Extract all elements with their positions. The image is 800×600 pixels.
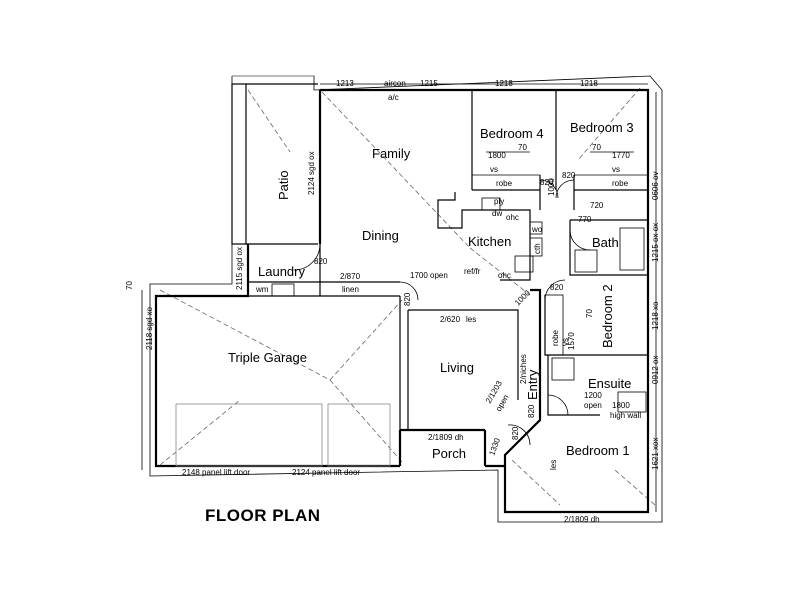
room-patio: Patio — [276, 170, 291, 200]
dim-laundry-sgd: 2115 sgd ox — [235, 247, 244, 290]
room-bedroom-2: Bedroom 2 — [600, 284, 615, 348]
plan-title: FLOOR PLAN — [205, 506, 321, 525]
room-kitchen: Kitchen — [468, 234, 511, 249]
dim-hall-1000: 1000 — [547, 178, 556, 196]
dim-b3-robe: 1770 — [612, 151, 630, 160]
dim-top-3: 1218 — [495, 79, 513, 88]
interior-walls — [248, 90, 648, 430]
room-bedroom-3: Bedroom 3 — [570, 120, 634, 135]
dim-hall-1000-b: 1000 — [513, 288, 532, 307]
dim-top-1: 1213 — [336, 79, 354, 88]
label-aircon: aircon — [384, 79, 406, 88]
label-ac: a/c — [388, 93, 399, 102]
label-les-b1: les — [549, 460, 558, 470]
dim-1700-open: 1700 open — [410, 271, 448, 280]
dim-b4-robe-70: 70 — [518, 143, 527, 152]
dim-porch-dh: 2/1809 dh — [428, 433, 464, 442]
dim-left-70: 70 — [125, 281, 134, 290]
label-open: open — [584, 401, 602, 410]
patio-outline — [231, 83, 318, 245]
label-ohc-2: ohc — [498, 271, 511, 280]
dim-door-720: 720 — [590, 201, 604, 210]
dim-door-b3: 820 — [562, 171, 576, 180]
label-linen: linen — [342, 285, 359, 294]
dim-b4-robe: 1800 — [488, 151, 506, 160]
dim-door-b2: 820 — [550, 283, 564, 292]
label-ref-fr: ref/fr — [464, 267, 481, 276]
dim-door-garage: 820 — [403, 292, 412, 306]
dim-right-5: 1621 xox — [651, 438, 660, 470]
dim-living-les: 2/620 — [440, 315, 461, 324]
room-entry: Entry — [525, 369, 540, 400]
dim-b2-70: 70 — [585, 309, 594, 318]
dim-right-3: 1218 xo — [651, 301, 660, 330]
label-ply: ply — [494, 197, 504, 206]
room-porch: Porch — [432, 446, 466, 461]
label-robe-b4: robe — [496, 179, 513, 188]
dim-ensuite-1200: 1200 — [584, 391, 602, 400]
room-living: Living — [440, 360, 474, 375]
room-bedroom-1: Bedroom 1 — [566, 443, 630, 458]
label-robe-b3: robe — [612, 179, 629, 188]
label-vs-b3: vs — [612, 165, 620, 174]
dim-garage-door-1: 2148 panel lift door — [182, 468, 250, 477]
label-dw: dw — [492, 209, 502, 218]
dim-top-2: 1215 — [420, 79, 438, 88]
roof-outline — [149, 75, 663, 523]
room-laundry: Laundry — [258, 264, 305, 279]
garage-doors — [175, 403, 391, 467]
dim-door-porch: 820 — [511, 426, 520, 440]
dimension-lines — [141, 83, 657, 512]
room-dining: Dining — [362, 228, 399, 243]
label-wo: wo — [531, 225, 543, 234]
dim-door-entry: 820 — [527, 404, 536, 418]
dim-garage-door-2: 2124 panel lift door — [292, 468, 360, 477]
dim-garage-sgd: 2118 sgd xo — [145, 306, 154, 350]
label-les: les — [466, 315, 476, 324]
room-family: Family — [372, 146, 411, 161]
room-bedroom-4: Bedroom 4 — [480, 126, 544, 141]
dim-b3-robe-70: 70 — [592, 143, 601, 152]
dim-patio-sgd: 2124 sgd ox — [307, 151, 316, 195]
dim-right-2: 1215 ox ox — [651, 223, 660, 262]
room-ensuite: Ensuite — [588, 376, 631, 391]
room-bath: Bath — [592, 235, 619, 250]
label-wm: wm — [255, 285, 269, 294]
dim-door-870: 2/870 — [340, 272, 361, 281]
dim-top-4: 1218 — [580, 79, 598, 88]
label-ohc: ohc — [506, 213, 519, 222]
dim-ensuite-1800: 1800 — [612, 401, 630, 410]
dim-door-770: 770 — [578, 215, 592, 224]
dim-b2-1570: 1570 — [567, 332, 576, 350]
label-robe-b2: robe — [551, 329, 560, 346]
dim-porch-1330: 1330 — [487, 436, 502, 456]
label-high-wall: high wall — [610, 411, 641, 420]
label-cth: cth — [533, 243, 542, 254]
room-triple-garage: Triple Garage — [228, 350, 307, 365]
dim-right-4: 0912 ox — [651, 356, 660, 384]
dim-b1-dh: 2/1809 dh — [564, 515, 600, 524]
label-vs-b4: vs — [490, 165, 498, 174]
dim-door-b4: 820 — [540, 178, 554, 187]
door-swings — [293, 179, 591, 446]
dim-right-1: 0606 ov — [651, 172, 660, 200]
dim-niches: 2/niches — [519, 354, 528, 384]
label-vs-b2: vs — [561, 338, 570, 346]
dim-door-laundry: 820 — [314, 257, 328, 266]
